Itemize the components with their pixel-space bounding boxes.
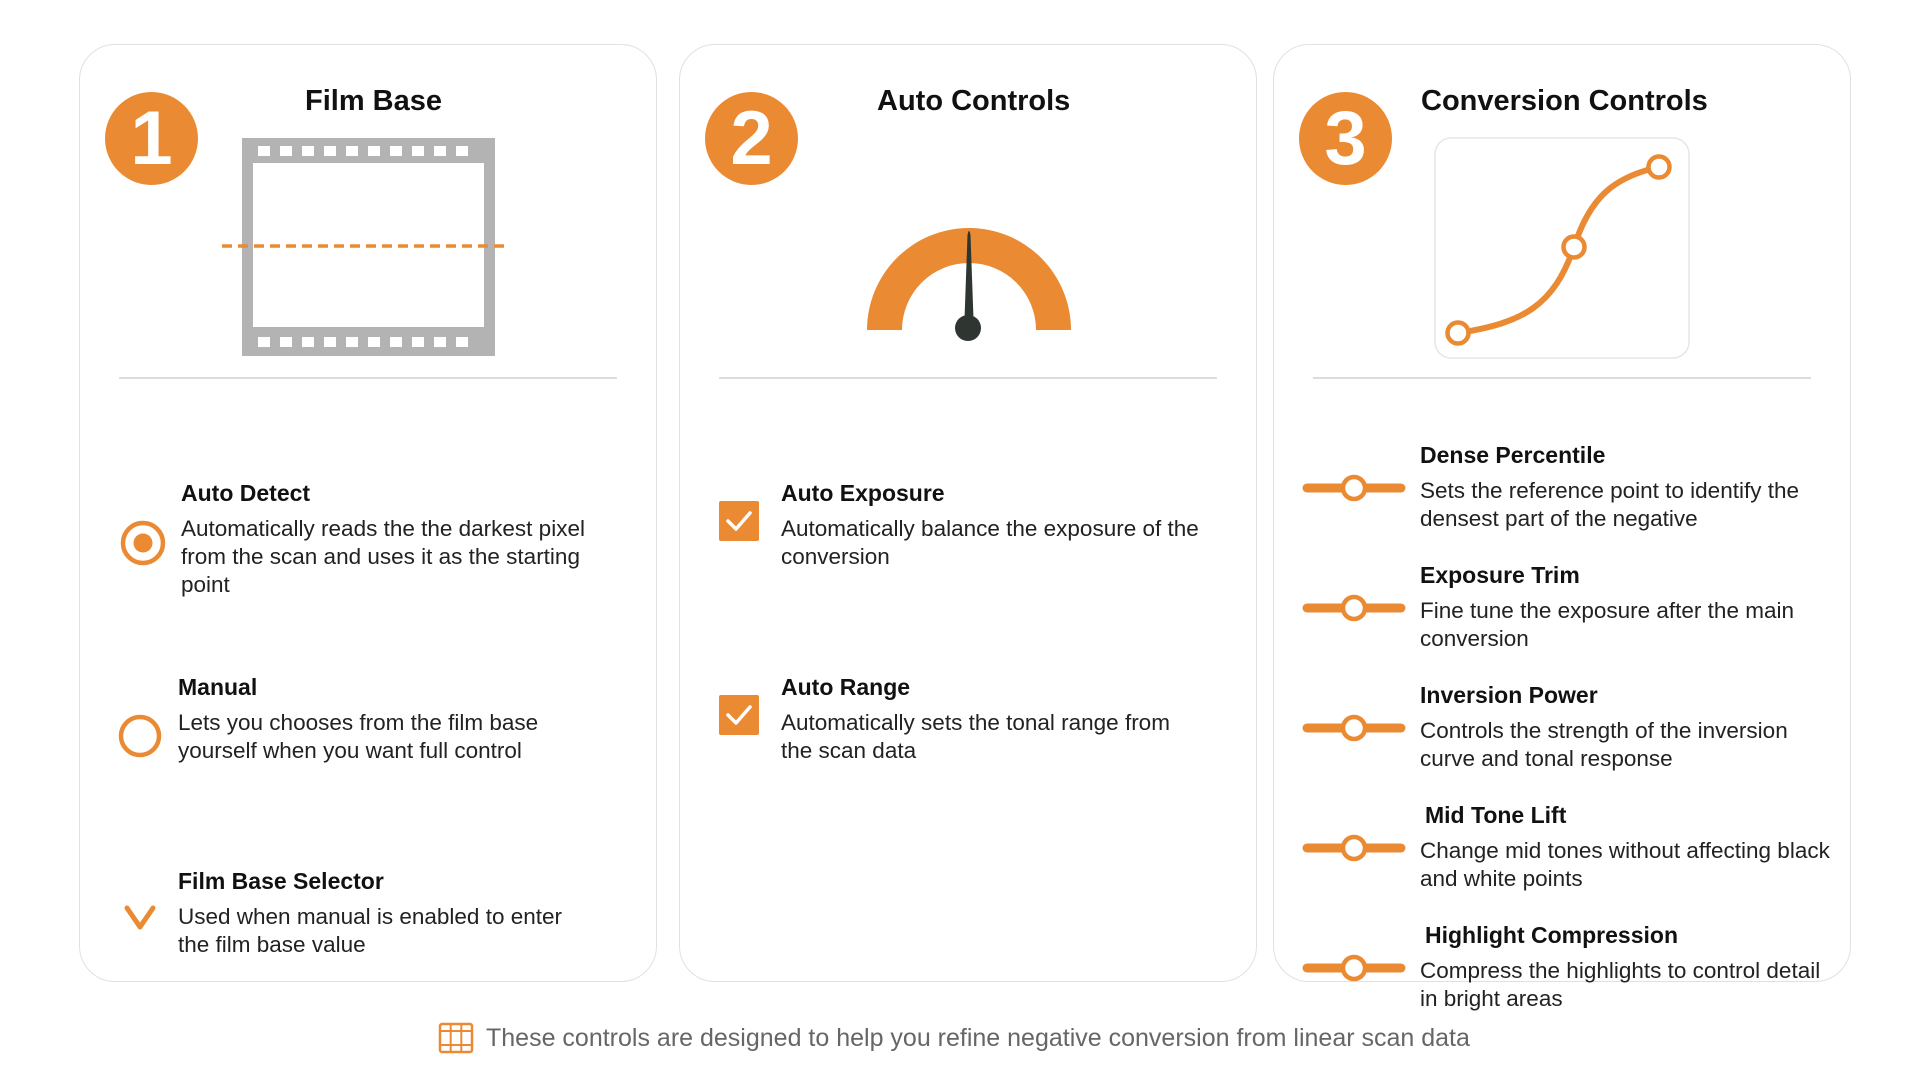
footer-note: These controls are designed to help you … — [438, 1022, 1470, 1054]
tone-curve-icon — [1434, 137, 1690, 359]
item-description: Sets the reference point to identify the… — [1420, 478, 1799, 531]
film-frame-icon — [222, 138, 510, 356]
list-item: Highlight Compression Compress the highl… — [1420, 921, 1830, 1013]
step-badge-3: 3 — [1299, 92, 1392, 185]
list-item: Exposure Trim Fine tune the exposure aft… — [1420, 561, 1830, 653]
list-item: Dense Percentile Sets the reference poin… — [1420, 441, 1830, 533]
chevron-down-icon[interactable] — [124, 905, 156, 931]
panel-divider — [119, 377, 617, 379]
panel-divider — [1313, 377, 1811, 379]
auto-controls-panel: 2 Auto Controls Auto Exposure Automatica… — [679, 44, 1257, 982]
item-title: Film Base Selector — [178, 868, 384, 894]
auto-range-checkbox[interactable] — [719, 695, 759, 735]
item-title: Inversion Power — [1420, 682, 1598, 708]
list-item: Manual Lets you chooses from the film ba… — [178, 673, 598, 765]
film-strip-icon — [438, 1022, 474, 1054]
footer-text: These controls are designed to help you … — [486, 1023, 1470, 1052]
list-item: Auto Exposure Automatically balance the … — [781, 479, 1201, 571]
auto-exposure-checkbox[interactable] — [719, 501, 759, 541]
item-title: Mid Tone Lift — [1425, 802, 1567, 828]
item-description: Automatically sets the tonal range from … — [781, 710, 1170, 763]
panel-divider — [719, 377, 1217, 379]
item-title: Highlight Compression — [1425, 922, 1678, 948]
gauge-icon — [867, 228, 1071, 341]
item-description: Change mid tones without affecting black… — [1420, 838, 1830, 891]
item-description: Fine tune the exposure after the main co… — [1420, 598, 1794, 651]
item-description: Compress the highlights to control detai… — [1420, 958, 1821, 1011]
inversion-power-slider[interactable] — [1302, 713, 1406, 743]
conversion-controls-panel: 3 Conversion Controls Dense Percentile S… — [1273, 44, 1851, 1011]
panel-title-film-base: Film Base — [305, 85, 442, 117]
item-description: Lets you chooses from the film base your… — [178, 710, 539, 763]
item-description: Used when manual is enabled to enter the… — [178, 904, 562, 957]
highlight-compression-slider[interactable] — [1302, 953, 1406, 983]
panel-title-auto-controls: Auto Controls — [877, 85, 1071, 117]
list-item: Inversion Power Controls the strength of… — [1420, 681, 1830, 773]
auto-detect-radio[interactable] — [119, 519, 167, 567]
step-badge-2: 2 — [705, 92, 798, 185]
exposure-trim-slider[interactable] — [1302, 593, 1406, 623]
film-base-panel: 1 Film Base Auto Detect Automatically re… — [79, 44, 657, 982]
item-title: Dense Percentile — [1420, 442, 1606, 468]
dense-percentile-slider[interactable] — [1302, 473, 1406, 503]
item-title: Auto Detect — [181, 480, 311, 506]
list-item: Auto Detect Automatically reads the the … — [181, 479, 601, 599]
panel-title-conversion-controls: Conversion Controls — [1421, 85, 1708, 117]
item-description: Automatically reads the the darkest pixe… — [181, 516, 585, 597]
list-item: Mid Tone Lift Change mid tones without a… — [1420, 801, 1830, 893]
mid-tone-lift-slider[interactable] — [1302, 833, 1406, 863]
item-title: Manual — [178, 674, 258, 700]
item-description: Automatically balance the exposure of th… — [781, 516, 1199, 569]
item-description: Controls the strength of the inversion c… — [1420, 718, 1788, 771]
item-title: Exposure Trim — [1420, 562, 1580, 588]
list-item: Auto Range Automatically sets the tonal … — [781, 673, 1201, 765]
item-title: Auto Exposure — [781, 480, 945, 506]
item-title: Auto Range — [781, 674, 911, 700]
manual-radio[interactable] — [117, 713, 163, 759]
step-badge-1: 1 — [105, 92, 198, 185]
list-item: Film Base Selector Used when manual is e… — [178, 867, 598, 959]
